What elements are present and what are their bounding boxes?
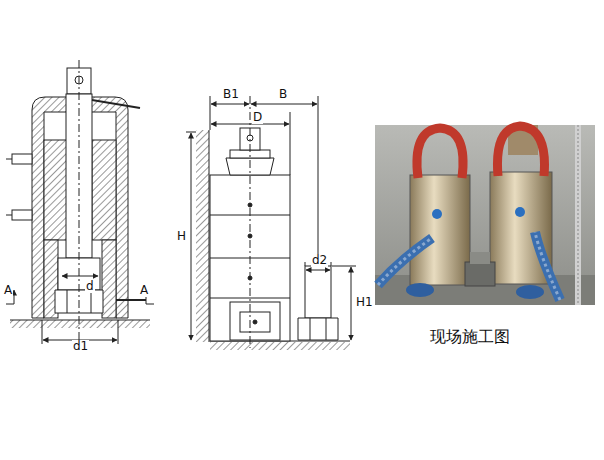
site-photo-part <box>465 262 495 286</box>
side-view-part <box>326 318 327 340</box>
section-view-part <box>146 304 154 305</box>
site-photo-part <box>575 125 581 305</box>
dimension-label: d1 <box>72 340 89 353</box>
section-view-part <box>67 290 68 313</box>
site-photo-part <box>375 125 595 305</box>
section-view-part <box>44 140 68 240</box>
section-view-part <box>10 320 150 321</box>
dimension-label: D <box>252 111 263 124</box>
side-view-part <box>351 267 352 340</box>
site-photo-part <box>417 128 463 178</box>
side-view-part <box>306 270 330 271</box>
site-photo-part <box>378 238 432 285</box>
section-view-part <box>6 304 14 305</box>
section-view-part <box>79 60 80 348</box>
dimension-label: B1 <box>222 88 240 101</box>
side-view-part <box>251 104 317 105</box>
section-view-part <box>6 159 12 160</box>
side-view-part <box>305 266 331 318</box>
dimension-label: B <box>278 88 288 101</box>
side-view-part <box>310 318 311 340</box>
site-photo-part <box>406 283 434 297</box>
side-view-part <box>210 342 350 350</box>
section-view-part <box>42 320 43 344</box>
side-view-part <box>332 266 356 267</box>
side-view-part <box>240 312 270 332</box>
site-photo-part <box>516 285 544 299</box>
dimension-label: A <box>3 284 13 297</box>
dimension-label: d <box>85 280 95 293</box>
dimension-label: d2 <box>311 254 328 267</box>
site-photo-part <box>497 126 544 176</box>
section-view <box>6 60 154 348</box>
section-view-part <box>12 154 32 164</box>
section-view-part <box>116 299 146 301</box>
side-view-part <box>318 96 319 262</box>
side-view-part <box>211 104 249 105</box>
section-view-part <box>14 290 15 304</box>
side-view-part <box>210 96 211 130</box>
site-photo-part <box>432 209 442 219</box>
side-view-part <box>250 96 251 348</box>
dimension-label: H1 <box>355 296 374 309</box>
side-view-part <box>253 320 257 324</box>
section-view-part <box>91 290 92 313</box>
side-view-part <box>290 112 291 175</box>
side-view-part <box>210 298 290 299</box>
side-view-part <box>209 130 210 342</box>
side-view-part <box>191 133 192 340</box>
site-photo-part <box>378 238 432 285</box>
section-view-part <box>6 215 12 216</box>
side-view-part <box>211 124 289 125</box>
section-view-part <box>102 240 116 318</box>
photo-caption: 现场施工图 <box>430 328 510 346</box>
section-view-part <box>118 320 119 344</box>
site-photo-part <box>410 175 470 285</box>
side-view-part <box>230 302 280 340</box>
side-view-part <box>186 132 196 133</box>
section-view-part <box>92 140 116 240</box>
dimension-label: H <box>176 230 187 243</box>
side-view-part <box>331 262 332 266</box>
dimension-label: A <box>139 284 149 297</box>
site-photo-part <box>578 125 579 305</box>
site-photo-part <box>515 207 525 217</box>
side-view-part <box>298 318 338 340</box>
section-view-part <box>12 210 32 220</box>
site-photo-part <box>470 252 490 264</box>
side-view-part <box>305 262 306 266</box>
side-view <box>186 96 356 350</box>
site-photo <box>375 125 595 305</box>
section-view-part <box>10 320 150 328</box>
section-view-part <box>62 276 98 277</box>
side-view-part <box>196 130 209 342</box>
section-view-part <box>92 100 140 108</box>
